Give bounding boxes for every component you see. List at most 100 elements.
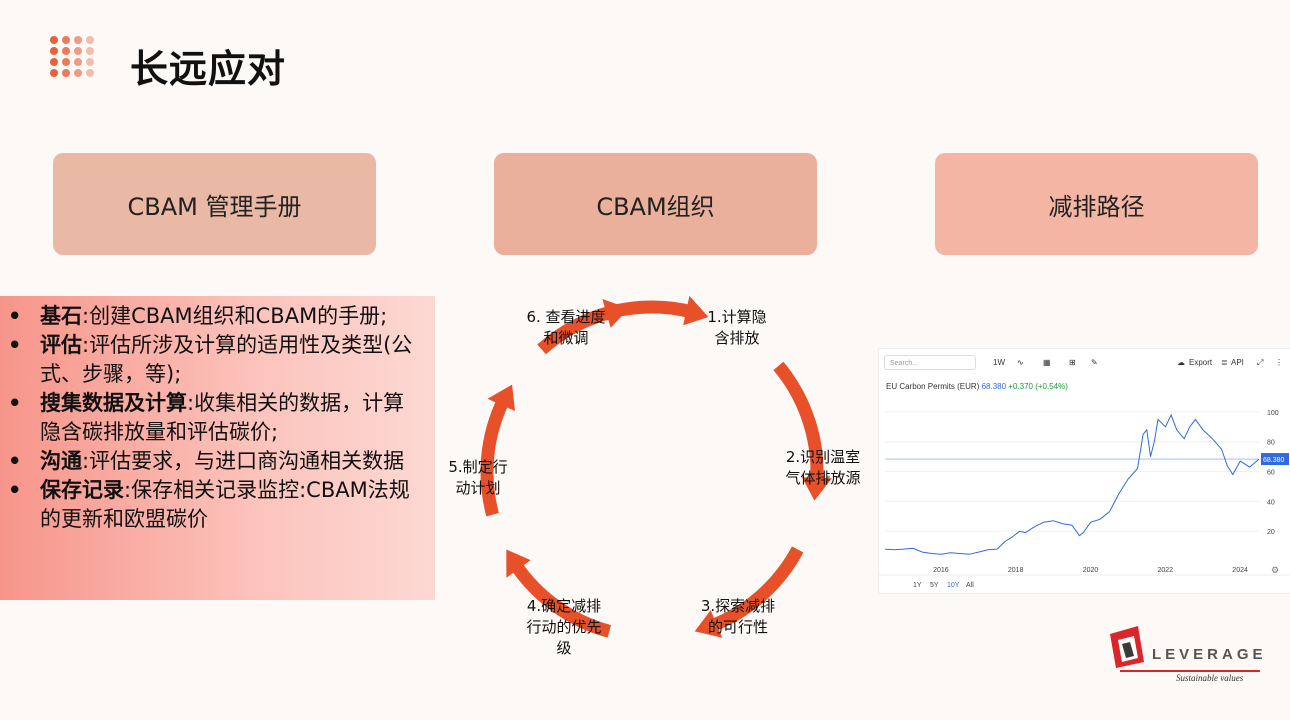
x-tick-label: 2016 (933, 567, 949, 574)
bullet-text: :创建CBAM组织和CBAM的手册; (82, 304, 388, 328)
chart-toolbar: Search... 1W ∿ ▦ ⊞ ✎ ☁ Export ≣ API ⤢ ⋮ (879, 349, 1290, 377)
range-button-All[interactable]: All (966, 582, 974, 589)
range-button-5Y[interactable]: 5Y (930, 582, 939, 589)
cycle-arrowhead-1 (683, 295, 709, 326)
fullscreen-icon[interactable]: ⤢ (1257, 358, 1264, 367)
cycle-arrow-3 (708, 546, 804, 633)
cycle-arrowhead-3 (694, 610, 723, 638)
x-tick-label: 2020 (1083, 567, 1099, 574)
decoration-dot (86, 69, 94, 77)
card-cbam-manual[interactable]: CBAM 管理手册 (53, 153, 376, 255)
line-chart-icon[interactable]: ∿ (1017, 358, 1024, 367)
instrument-name: EU Carbon Permits (EUR) (886, 382, 980, 391)
decoration-dot (86, 36, 94, 44)
bullet-text: :评估所涉及计算的适用性及类型(公式、步骤，等); (40, 333, 413, 386)
y-tick-label: 60 (1267, 470, 1275, 477)
logo-name: LEVERAGE (1152, 646, 1267, 663)
y-tick-label: 80 (1267, 440, 1275, 447)
decoration-dot (50, 47, 58, 55)
decoration-dot (62, 47, 70, 55)
bullet-bold: 基石 (40, 304, 82, 328)
bullet-bold: 沟通 (40, 449, 82, 473)
decoration-dot (86, 58, 94, 66)
bullet-bold: 保存记录 (40, 478, 124, 502)
decoration-dot (74, 69, 82, 77)
cycle-arrow-4 (509, 560, 612, 638)
x-tick-label: 2022 (1158, 567, 1174, 574)
chart-search-input[interactable]: Search... (884, 355, 976, 370)
card-label: 减排路径 (1048, 192, 1145, 221)
last-value-badge (1261, 453, 1289, 466)
cycle-arrowhead-5 (487, 384, 515, 411)
cycle-step-1: 1.计算隐含排放 (707, 308, 767, 347)
bullet-dot: • (8, 333, 22, 357)
bullet-panel: • 基石:创建CBAM组织和CBAM的手册; • 评估:评估所涉及计算的适用性及类型… (0, 296, 435, 600)
interval-button[interactable]: 1W (993, 358, 1005, 367)
more-menu-icon[interactable]: ⋮ (1275, 358, 1283, 367)
bullet-text: :保存相关记录监控:CBAM法规的更新和欧盟碳价 (40, 478, 410, 531)
cycle-arrowhead-6 (602, 298, 630, 328)
bullet-item: • 沟通:评估要求，与进口商沟通相关数据 (8, 447, 423, 476)
decoration-dot (62, 58, 70, 66)
cycle-arrowhead-2 (801, 477, 832, 501)
price-series-line (884, 413, 1260, 555)
export-button[interactable]: Export (1189, 358, 1213, 367)
add-indicator-icon[interactable]: ⊞ (1069, 358, 1076, 367)
bullet-dot: • (8, 391, 22, 415)
bullet-dot: • (8, 449, 22, 473)
cycle-diagram: 1.计算隐含排放 2.识别温室气体排放源 3.探索减排的可行性 4.确定减排行动… (420, 280, 880, 680)
cycle-arrows (480, 295, 832, 638)
bullet-item: •搜集数据及计算:收集相关的数据，计算隐含碳排放量和评估碳价; (8, 389, 423, 447)
decoration-dot (50, 69, 58, 77)
decoration-dot (62, 69, 70, 77)
export-cloud-icon[interactable]: ☁ (1177, 358, 1185, 367)
cycle-step-5: 5.制定行动计划 (448, 458, 508, 497)
cycle-step-2: 2.识别温室气体排放源 (785, 448, 861, 487)
bullet-dot: • (8, 478, 22, 502)
decoration-dot (62, 36, 70, 44)
card-reduction-path[interactable]: 减排路径 (935, 153, 1258, 255)
bullet-dot: • (8, 304, 22, 328)
range-button-1Y[interactable]: 1Y (913, 582, 922, 589)
decoration-dot (74, 47, 82, 55)
range-button-10Y[interactable]: 10Y (947, 582, 960, 589)
cycle-step-4: 4.确定减排行动的优先级 (526, 597, 602, 657)
change-value: +0.370 (+0.54%) (1008, 382, 1068, 391)
carbon-price-chart: Search... 1W ∿ ▦ ⊞ ✎ ☁ Export ≣ API ⤢ ⋮ … (878, 348, 1290, 594)
decoration-dot (74, 36, 82, 44)
y-tick-label: 20 (1267, 529, 1275, 536)
decoration-dot (74, 58, 82, 66)
chart-settings-gear-icon[interactable]: ⚙ (1271, 565, 1279, 575)
leverage-logo-mark (1110, 626, 1260, 672)
slide-title: 长远应对 (130, 47, 287, 91)
cycle-arrowhead-4 (506, 549, 531, 578)
x-tick-label: 2024 (1232, 567, 1248, 574)
y-tick-label: 40 (1267, 499, 1275, 506)
leverage-logo: LEVERAGE Sustainable values (1108, 626, 1268, 688)
card-cbam-organization[interactable]: CBAM组织 (494, 153, 817, 255)
settings-wrench-icon[interactable]: ✎ (1091, 358, 1098, 367)
x-tick-label: 2018 (1008, 567, 1024, 574)
bullet-item: • 基石:创建CBAM组织和CBAM的手册; (8, 302, 423, 331)
chart-legend: EU Carbon Permits (EUR) 68.380 +0.370 (+… (886, 382, 1068, 391)
bullet-bold: 评估 (40, 333, 82, 357)
last-value: 68.380 (981, 382, 1007, 391)
cycle-arrow-5 (480, 396, 510, 517)
calendar-icon[interactable]: ▦ (1043, 358, 1051, 367)
bullet-text: :收集相关的数据，计算隐含碳排放量和评估碳价; (40, 391, 405, 444)
decoration-dot (50, 58, 58, 66)
api-button[interactable]: API (1231, 358, 1244, 367)
bullet-item: • 评估:评估所涉及计算的适用性及类型(公式、步骤，等); (8, 331, 423, 389)
cycle-arrow-2 (773, 361, 824, 484)
bullet-text: :评估要求，与进口商沟通相关数据 (82, 449, 405, 473)
cycle-step-3: 3.探索减排的可行性 (700, 597, 776, 636)
logo-tagline: Sustainable values (1176, 673, 1244, 683)
card-label: CBAM 管理手册 (127, 192, 302, 221)
cycle-arrow-6 (537, 305, 614, 355)
decoration-dot (50, 36, 58, 44)
cycle-step-6: 6. 查看进度和微调 (526, 308, 606, 347)
bullet-item: • 保存记录:保存相关记录监控:CBAM法规的更新和欧盟碳价 (8, 476, 423, 534)
database-icon[interactable]: ≣ (1221, 358, 1228, 367)
last-value-badge-text: 68.380 (1263, 457, 1285, 464)
